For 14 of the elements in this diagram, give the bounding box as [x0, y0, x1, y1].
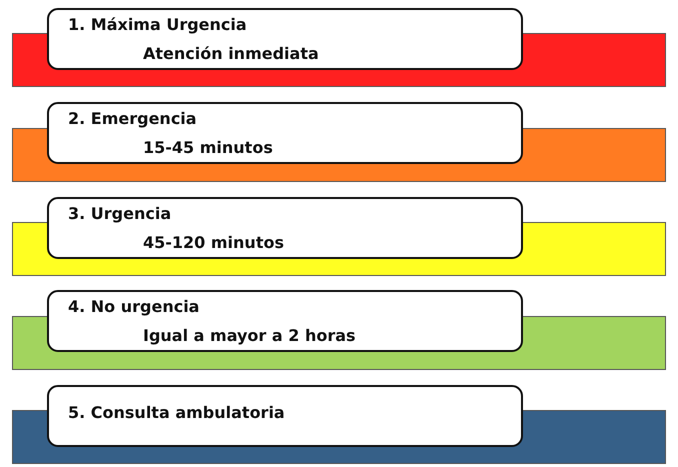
priority-card: [47, 102, 523, 164]
priority-card: [47, 290, 523, 352]
priority-heading: 4. No urgencia: [68, 297, 200, 316]
wait-time-text: 15-45 minutos: [143, 138, 273, 157]
wait-time-text: 45-120 minutos: [143, 233, 284, 252]
wait-time-text: Igual a mayor a 2 horas: [143, 326, 356, 345]
wait-time-text: Atención inmediata: [143, 44, 319, 63]
priority-card: [47, 197, 523, 259]
priority-card: [47, 8, 523, 70]
priority-heading: 3. Urgencia: [68, 204, 172, 223]
priority-heading: 5. Consulta ambulatoria: [68, 403, 285, 422]
priority-heading: 2. Emergencia: [68, 109, 197, 128]
priority-heading: 1. Máxima Urgencia: [68, 15, 247, 34]
priority-card: [47, 385, 523, 447]
